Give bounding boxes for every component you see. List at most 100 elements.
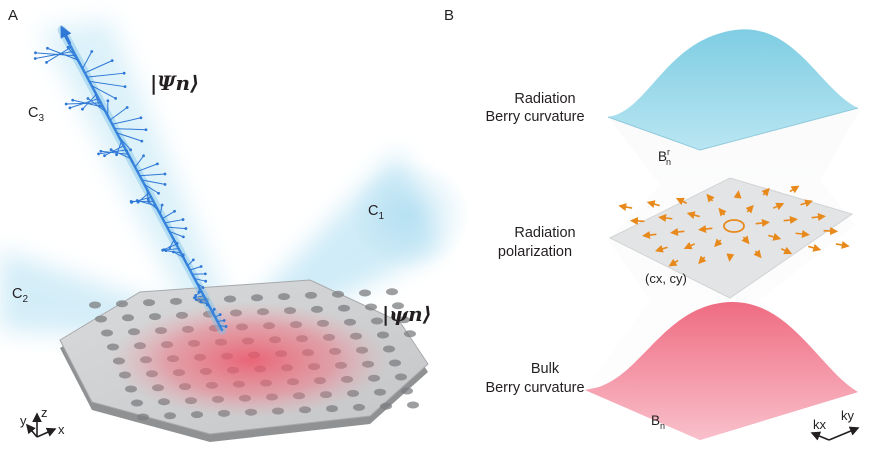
field-vector-tip	[45, 60, 48, 64]
field-vector-tip	[194, 294, 198, 297]
field-vector-tip	[109, 148, 113, 152]
polarization-arrow	[629, 217, 645, 225]
panel-a: A C3 C1 C2 |Ψn⟩ |ψn⟩ z x y	[0, 7, 470, 442]
bulk-mode-glow	[110, 302, 390, 418]
field-vector-tip	[155, 162, 159, 166]
polarization-vortex-center	[723, 219, 745, 233]
polarization-arrow	[646, 200, 660, 208]
polarization-arrow	[772, 202, 785, 211]
label-c2: C2	[12, 286, 28, 305]
field-vector-tip	[115, 153, 118, 157]
polarization-arrow	[789, 185, 800, 194]
air-hole	[377, 331, 389, 339]
field-vector-tip	[97, 152, 100, 156]
polarization-plane	[608, 177, 854, 299]
field-vector-tip	[125, 106, 129, 109]
field-vector	[87, 98, 106, 112]
field-vector-tip	[125, 149, 129, 153]
field-vector-tip	[81, 107, 84, 111]
field-vector-tip	[144, 128, 148, 132]
air-hole	[143, 299, 155, 307]
field-vector-tip	[163, 172, 167, 176]
polarization-arrow	[823, 227, 839, 235]
air-hole	[116, 300, 128, 308]
field-vector-tip	[224, 325, 228, 328]
polarization-arrows	[618, 185, 850, 267]
polarization-arrow	[658, 214, 673, 222]
radiation-berry-surface	[607, 29, 859, 151]
polarization-arrow	[800, 199, 814, 208]
polarization-arrow	[795, 230, 810, 238]
axis-z-label: z	[41, 405, 48, 420]
field-vector-tip	[181, 218, 185, 221]
field-vector-tip	[222, 319, 226, 322]
polarization-arrow	[753, 249, 762, 259]
field-vector	[141, 179, 166, 185]
k-axes: kx ky	[810, 408, 860, 441]
field-vector-tip	[68, 106, 72, 110]
polarization-arrow	[675, 197, 688, 206]
polarization-arrow	[755, 219, 770, 227]
air-hole	[122, 314, 134, 322]
field-vector	[137, 163, 158, 172]
air-hole	[374, 388, 386, 396]
label-c3: C3	[28, 105, 44, 124]
field-vector	[35, 52, 76, 57]
air-hole	[305, 291, 317, 299]
field-vector	[118, 136, 132, 151]
field-vector	[173, 251, 184, 258]
air-hole	[278, 293, 290, 301]
polarization-arrow	[698, 225, 713, 233]
radiation-spiral	[33, 25, 228, 335]
field-vector-tip	[181, 235, 185, 239]
bulk-state-ket: |ψn⟩	[382, 302, 432, 326]
field-vector-tip	[163, 182, 167, 186]
polarization-arrow	[706, 193, 715, 203]
panel-b-label: B	[444, 7, 454, 24]
air-hole	[164, 412, 176, 420]
field-vector	[159, 204, 163, 215]
field-vector	[110, 149, 131, 160]
air-hole	[386, 288, 398, 296]
field-vector	[67, 47, 81, 65]
polarization-title-1: Radiation	[514, 225, 575, 241]
polarization-arrow	[811, 213, 826, 221]
field-vector	[194, 295, 204, 299]
field-vector	[167, 226, 186, 230]
field-vector	[114, 128, 146, 131]
field-vector	[82, 51, 93, 69]
polarization-arrow	[783, 216, 798, 224]
field-vector	[112, 117, 142, 125]
panel-a-label: A	[8, 7, 18, 24]
field-vector	[148, 201, 159, 211]
field-vector	[35, 50, 74, 60]
air-hole	[407, 401, 419, 409]
air-hole	[389, 359, 401, 367]
field-vector-tip	[194, 298, 198, 301]
field-vector-tip	[46, 46, 49, 50]
field-vector-tip	[34, 51, 37, 55]
polarization-title-2: polarization	[498, 244, 572, 260]
field-vector	[109, 107, 128, 121]
field-vector	[66, 102, 101, 105]
field-vector	[144, 183, 159, 194]
field-vector-tip	[157, 191, 160, 195]
field-vector-tip	[201, 286, 205, 289]
polarization-arrow	[835, 241, 850, 249]
axis-kx-label: kx	[813, 417, 827, 432]
air-hole	[89, 301, 101, 309]
radiation-curvature-title-2: Berry curvature	[485, 109, 584, 125]
field-vector-tip	[129, 148, 133, 152]
field-vector	[47, 47, 79, 61]
field-vector-tip	[123, 85, 127, 89]
field-vector-tip	[110, 59, 114, 63]
bulk-berry-surface	[585, 301, 858, 440]
polarization-arrow	[780, 246, 793, 255]
radiation-state-ket: |Ψn⟩	[150, 71, 199, 95]
field-vector	[91, 85, 116, 99]
bulk-curvature-symbol: Bn	[651, 413, 665, 431]
field-vector-tip	[212, 307, 216, 311]
polarization-arrow	[618, 203, 633, 211]
polarization-arrow	[686, 211, 700, 219]
